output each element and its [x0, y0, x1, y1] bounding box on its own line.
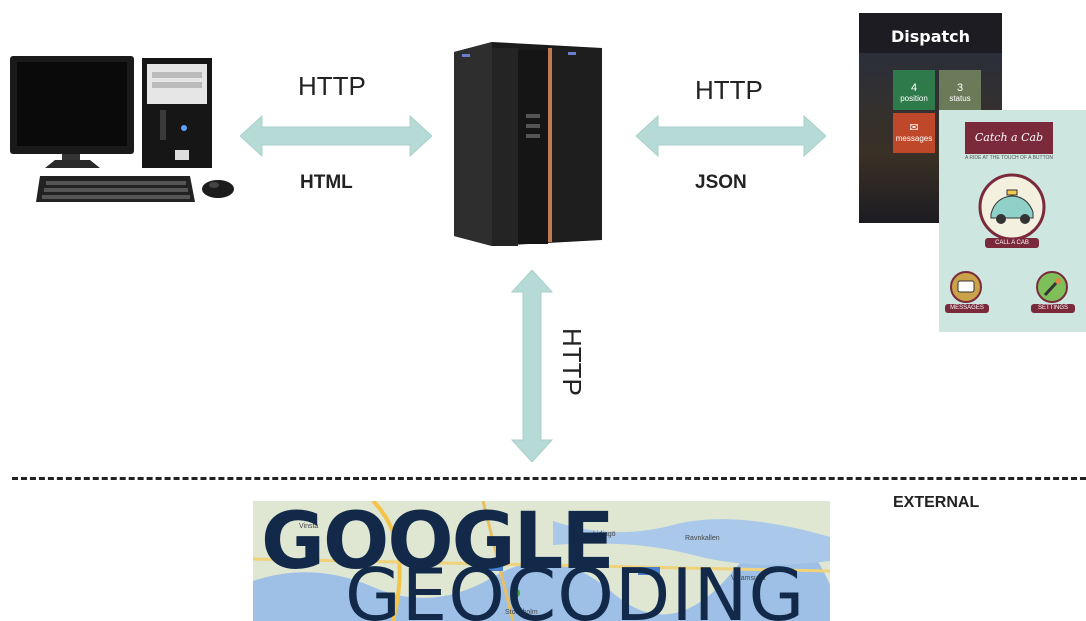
external-zone-label: EXTERNAL — [893, 494, 980, 511]
mainframe-server-icon — [454, 42, 602, 246]
messages-icon — [950, 271, 982, 303]
server-mobile-arrow — [636, 114, 826, 158]
client-protocol-label: HTTP — [298, 71, 366, 101]
call-a-cab-button: CALL A CAB — [985, 238, 1039, 248]
cab-app-title: Catch a Cab — [965, 122, 1053, 154]
settings-icon — [1036, 271, 1068, 303]
dispatch-tile-position: 4 position — [893, 70, 935, 110]
geocoding-wordmark: GEOCODING — [345, 553, 806, 621]
settings-button: SETTINGS — [1031, 304, 1075, 313]
map-label-lidingo: Lidingö — [593, 531, 616, 538]
map-label-velamsund: Velamsund — [731, 575, 766, 582]
client-server-arrow — [240, 114, 432, 158]
envelope-icon: ✉ — [909, 122, 919, 134]
mobile-format-label: JSON — [695, 172, 747, 193]
client-format-label: HTML — [300, 172, 353, 193]
google-geocoding-map: Vinsta Lidingö Stockholm Ravnkallen Vela… — [253, 501, 830, 621]
map-label-ravnkallen: Ravnkallen — [685, 535, 720, 542]
dispatch-tile-messages: ✉ messages — [893, 113, 935, 153]
taxi-icon — [978, 173, 1046, 241]
catch-a-cab-app-screenshot: Catch a Cab A RIDE AT THE TOUCH OF A BUT… — [939, 110, 1086, 332]
cab-app-subtitle: A RIDE AT THE TOUCH OF A BUTTON — [964, 155, 1054, 161]
dispatch-app-title: Dispatch — [890, 27, 971, 46]
map-background — [253, 501, 830, 621]
server-geocoding-arrow — [510, 270, 554, 462]
external-boundary-divider — [12, 477, 1086, 480]
map-label-stockholm: Stockholm — [505, 609, 538, 616]
dispatch-tile-status: 3 status — [939, 70, 981, 110]
google-wordmark: GOOGLE — [261, 501, 615, 587]
mobile-protocol-label: HTTP — [695, 75, 763, 105]
desktop-computer-icon — [10, 56, 234, 202]
map-label-vinsta: Vinsta — [299, 523, 319, 530]
messages-button: MESSAGES — [945, 304, 989, 313]
geocoding-protocol-label: HTTP — [557, 328, 587, 396]
